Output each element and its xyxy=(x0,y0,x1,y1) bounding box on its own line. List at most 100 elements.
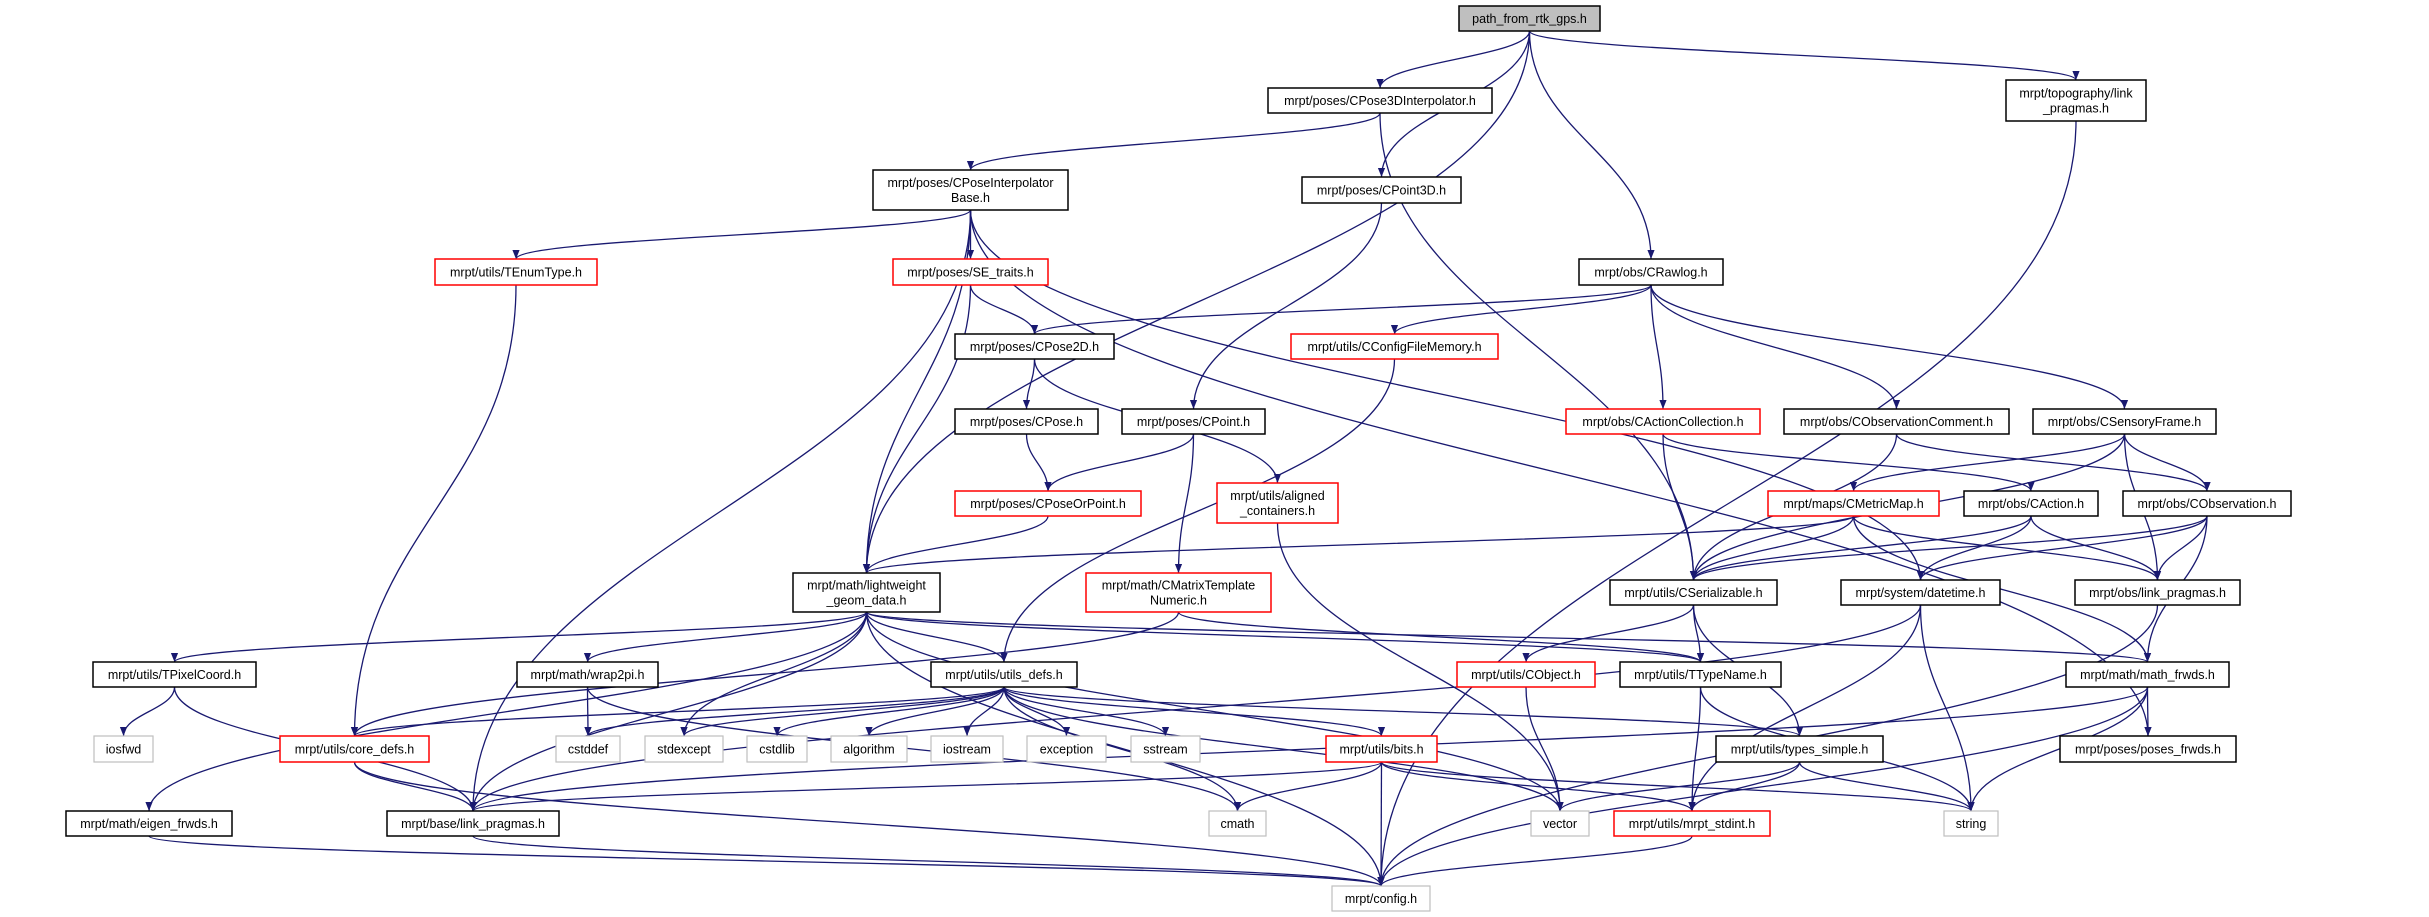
node-cactioncollection[interactable]: mrpt/obs/CActionCollection.h xyxy=(1565,408,1761,435)
edge-types_simple-to-mrpt_stdint xyxy=(1688,761,1801,812)
node-box xyxy=(1767,490,1940,517)
node-label: cstddef xyxy=(568,743,609,757)
node-cobject[interactable]: mrpt/utils/CObject.h xyxy=(1456,661,1596,688)
edge-wrap2pi-to-cstddef xyxy=(584,686,592,737)
node-caction[interactable]: mrpt/obs/CAction.h xyxy=(1963,490,2099,517)
node-cobservationcomment[interactable]: mrpt/obs/CObservationComment.h xyxy=(1783,408,2010,435)
edge-crawlog-to-cobservationcomment xyxy=(1650,284,1901,410)
node-cstddef[interactable]: cstddef xyxy=(555,735,621,763)
node-label: path_from_rtk_gps.h xyxy=(1472,12,1587,26)
edge-cpose3dinterp-to-cposeinterpbase xyxy=(967,112,1381,171)
node-label: mrpt/poses/CPoseOrPoint.h xyxy=(970,497,1126,511)
node-cmetricmap[interactable]: mrpt/maps/CMetricMap.h xyxy=(1767,490,1940,517)
node-box xyxy=(954,490,1142,517)
edges-layer xyxy=(119,30,2211,887)
node-label: _containers.h xyxy=(1239,504,1315,518)
node-math_frwds[interactable]: mrpt/math/math_frwds.h xyxy=(2065,661,2230,688)
node-label: mrpt/obs/CSensoryFrame.h xyxy=(2048,415,2202,429)
node-aligned[interactable]: mrpt/utils/aligned_containers.h xyxy=(1216,482,1339,524)
edge-lightweight-to-stdexcept xyxy=(680,611,868,737)
node-tpixelcoord[interactable]: mrpt/utils/TPixelCoord.h xyxy=(92,661,257,688)
node-box xyxy=(2005,79,2147,122)
edge-cobservation-to-cserializable xyxy=(1690,515,2208,581)
node-cmath[interactable]: cmath xyxy=(1208,810,1267,837)
node-stdexcept[interactable]: stdexcept xyxy=(644,735,724,763)
edge-root-to-crawlog xyxy=(1528,30,1655,260)
edge-utils_defs-to-sstream xyxy=(1003,686,1170,737)
edge-utils_defs-to-bits xyxy=(1003,686,1385,737)
node-obs_lp[interactable]: mrpt/obs/link_pragmas.h xyxy=(2074,579,2241,606)
node-datetime[interactable]: mrpt/system/datetime.h xyxy=(1840,579,2001,606)
node-cposeorpoint[interactable]: mrpt/poses/CPoseOrPoint.h xyxy=(954,490,1142,517)
node-label: mrpt/poses/CPoint.h xyxy=(1137,415,1250,429)
node-box xyxy=(1331,885,1431,912)
node-algorithm[interactable]: algorithm xyxy=(830,735,908,763)
node-bits[interactable]: mrpt/utils/bits.h xyxy=(1325,735,1438,763)
edge-core_defs-to-config xyxy=(353,761,1385,887)
node-cobservation[interactable]: mrpt/obs/CObservation.h xyxy=(2122,490,2292,517)
node-box xyxy=(746,735,808,763)
node-utils_defs[interactable]: mrpt/utils/utils_defs.h xyxy=(930,661,1078,688)
node-base_lp[interactable]: mrpt/base/link_pragmas.h xyxy=(386,810,560,837)
edge-lightweight-to-ttypename xyxy=(865,611,1704,663)
node-cpose2d[interactable]: mrpt/poses/CPose2D.h xyxy=(954,333,1115,360)
node-topo_lp[interactable]: mrpt/topography/link_pragmas.h xyxy=(2005,79,2147,122)
node-cstdlib[interactable]: cstdlib xyxy=(746,735,808,763)
node-label: stdexcept xyxy=(657,743,711,757)
node-config[interactable]: mrpt/config.h xyxy=(1331,885,1431,912)
node-types_simple[interactable]: mrpt/utils/types_simple.h xyxy=(1715,735,1884,763)
edge-lightweight-to-wrap2pi xyxy=(584,611,868,663)
node-cpose[interactable]: mrpt/poses/CPose.h xyxy=(954,408,1099,435)
node-core_defs[interactable]: mrpt/utils/core_defs.h xyxy=(279,735,430,763)
edge-cposeinterpbase-to-tenumtype xyxy=(512,209,972,260)
node-label: mrpt/config.h xyxy=(1345,892,1417,906)
node-box xyxy=(2065,661,2230,688)
edge-utils_defs-to-cstdlib xyxy=(773,686,1005,737)
node-label: mrpt/poses/CPoseInterpolator xyxy=(887,176,1053,190)
node-vector[interactable]: vector xyxy=(1530,810,1590,837)
node-exception[interactable]: exception xyxy=(1026,735,1107,763)
node-cpoint[interactable]: mrpt/poses/CPoint.h xyxy=(1121,408,1266,435)
node-label: mrpt/poses/poses_frwds.h xyxy=(2075,743,2221,757)
node-root[interactable]: path_from_rtk_gps.h xyxy=(1458,5,1601,32)
node-box xyxy=(892,258,1049,286)
edge-cactioncollection-to-cserializable xyxy=(1662,433,1698,581)
node-iostream[interactable]: iostream xyxy=(930,735,1004,763)
node-tenumtype[interactable]: mrpt/utils/TEnumType.h xyxy=(434,258,598,286)
node-cpoint3d[interactable]: mrpt/poses/CPoint3D.h xyxy=(1301,176,1462,204)
edge-caction-to-cserializable xyxy=(1690,515,2032,581)
node-cserializable[interactable]: mrpt/utils/CSerializable.h xyxy=(1609,579,1778,606)
node-label: mrpt/obs/CObservation.h xyxy=(2138,497,2277,511)
node-ttypename[interactable]: mrpt/utils/TTypeName.h xyxy=(1619,661,1782,688)
node-crawlog[interactable]: mrpt/obs/CRawlog.h xyxy=(1578,258,1724,286)
node-csensoryframe[interactable]: mrpt/obs/CSensoryFrame.h xyxy=(2032,408,2217,435)
node-lightweight[interactable]: mrpt/math/lightweight_geom_data.h xyxy=(792,572,941,613)
node-eigen_frwds[interactable]: mrpt/math/eigen_frwds.h xyxy=(65,810,233,837)
node-box xyxy=(1290,333,1499,360)
node-cconfigfilememory[interactable]: mrpt/utils/CConfigFileMemory.h xyxy=(1290,333,1499,360)
node-string[interactable]: string xyxy=(1943,810,1999,837)
node-wrap2pi[interactable]: mrpt/math/wrap2pi.h xyxy=(516,661,659,688)
node-se_traits[interactable]: mrpt/poses/SE_traits.h xyxy=(892,258,1049,286)
node-cpose3dinterp[interactable]: mrpt/poses/CPose3DInterpolator.h xyxy=(1267,87,1493,114)
node-iosfwd[interactable]: iosfwd xyxy=(93,735,154,763)
node-box xyxy=(830,735,908,763)
edge-utils_defs-to-core_defs xyxy=(351,686,1005,737)
node-label: mrpt/utils/aligned xyxy=(1230,489,1325,503)
node-box xyxy=(1530,810,1590,837)
edge-math_frwds-to-base_lp xyxy=(469,686,2149,812)
node-box xyxy=(1715,735,1884,763)
node-label: _pragmas.h xyxy=(2042,102,2109,116)
node-label: vector xyxy=(1543,817,1577,831)
node-mrpt_stdint[interactable]: mrpt/utils/mrpt_stdint.h xyxy=(1613,810,1771,837)
edge-root-to-cpose3dinterp xyxy=(1376,30,1531,89)
edge-cpoint-to-cmatrix xyxy=(1174,433,1195,574)
node-poses_frwds[interactable]: mrpt/poses/poses_frwds.h xyxy=(2059,735,2237,763)
node-sstream[interactable]: sstream xyxy=(1130,735,1201,763)
edge-bits-to-config xyxy=(1377,761,1385,887)
edge-utils_defs-to-types_simple xyxy=(1003,686,1803,737)
edge-crawlog-to-cconfigfilememory xyxy=(1391,284,1652,335)
node-box xyxy=(65,810,233,837)
